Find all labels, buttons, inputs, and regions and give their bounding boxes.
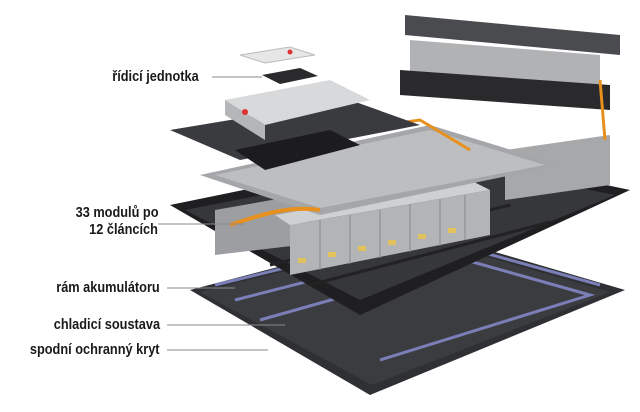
top-cover-surface <box>215 130 545 208</box>
label-cooling: chladicí soustava <box>53 316 160 333</box>
label-modules-line1: 33 modulů po <box>75 204 158 221</box>
label-modules-line2: 12 článcích <box>89 221 158 238</box>
control-unit <box>262 68 318 84</box>
red-indicator <box>287 49 293 55</box>
control-unit-housing <box>225 80 370 125</box>
control-unit-cover <box>239 46 316 64</box>
label-control-unit: řídicí jednotka <box>112 68 199 85</box>
copper-busbar <box>229 206 321 227</box>
label-bottom-cover: spodní ochranný kryt <box>30 341 160 358</box>
label-frame: rám akumulátoru <box>56 279 160 296</box>
orange-cable <box>598 79 607 141</box>
wiring-harness <box>235 130 360 170</box>
control-unit-housing-side <box>225 100 265 140</box>
red-indicator <box>242 109 248 115</box>
wiring-harness-plate <box>170 100 420 160</box>
upper-tray <box>400 70 610 110</box>
upper-cover <box>405 15 620 55</box>
leader-lines <box>158 76 285 351</box>
